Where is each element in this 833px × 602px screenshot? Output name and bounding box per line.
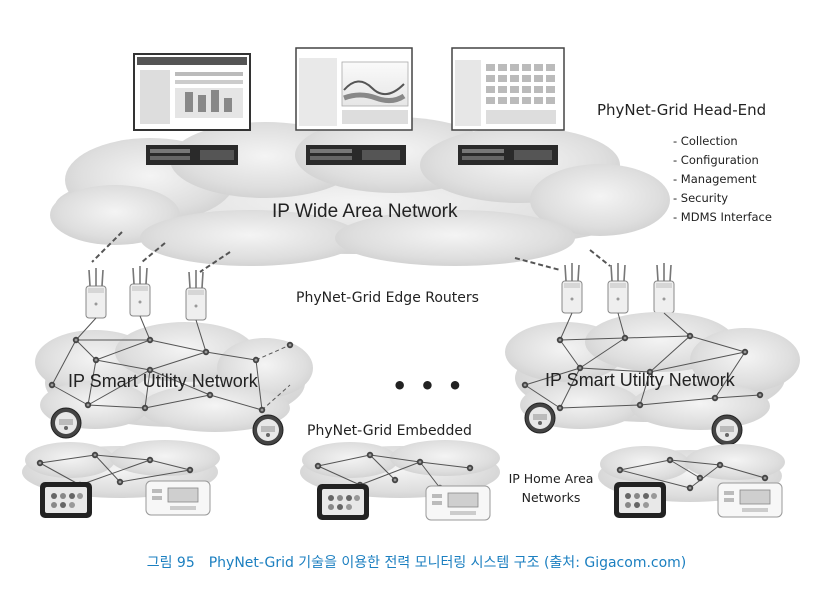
headend-item-management: - Management [673,172,757,186]
embedded-label: PhyNet-Grid Embedded [307,423,472,439]
smart-utility-label-left: IP Smart Utility Network [68,371,258,391]
edge-routers-label: PhyNet-Grid Edge Routers [296,290,479,306]
headend-item-configuration: - Configuration [673,153,759,167]
edge-routers-right [561,262,675,314]
smart-utility-label-right: IP Smart Utility Network [545,370,735,390]
mesh-left [48,315,294,414]
headend-server-3 [451,47,565,165]
headend-item-mdms-interface: - MDMS Interface [673,210,772,224]
home-area-cloud-center [300,440,500,498]
headend-function-list: - Collection - Configuration - Managemen… [673,132,772,227]
wan-edge-links [91,231,611,273]
headend-item-collection: - Collection [673,134,738,148]
figure-caption-text: PhyNet-Grid 기술을 이용한 전력 모니터링 시스템 구조 (출처: … [208,555,687,571]
wan-cloud [50,117,670,266]
headend-title: PhyNet-Grid Head-End [597,101,767,119]
headend-server-1 [133,53,251,165]
headend-item-security: - Security [673,191,729,205]
home-area-mesh [39,454,766,489]
wan-label: IP Wide Area Network [272,201,458,222]
home-area-label: IP Home Area Networks [508,471,594,505]
more-networks-ellipsis: • • • [392,372,465,400]
figure-number: 그림 95 [146,555,195,571]
headend-server-2 [295,47,413,165]
figure-caption: 그림 95 PhyNet-Grid 기술을 이용한 전력 모니터링 시스템 구조 … [0,552,833,572]
edge-routers-left [85,265,207,321]
mesh-right [521,312,764,412]
